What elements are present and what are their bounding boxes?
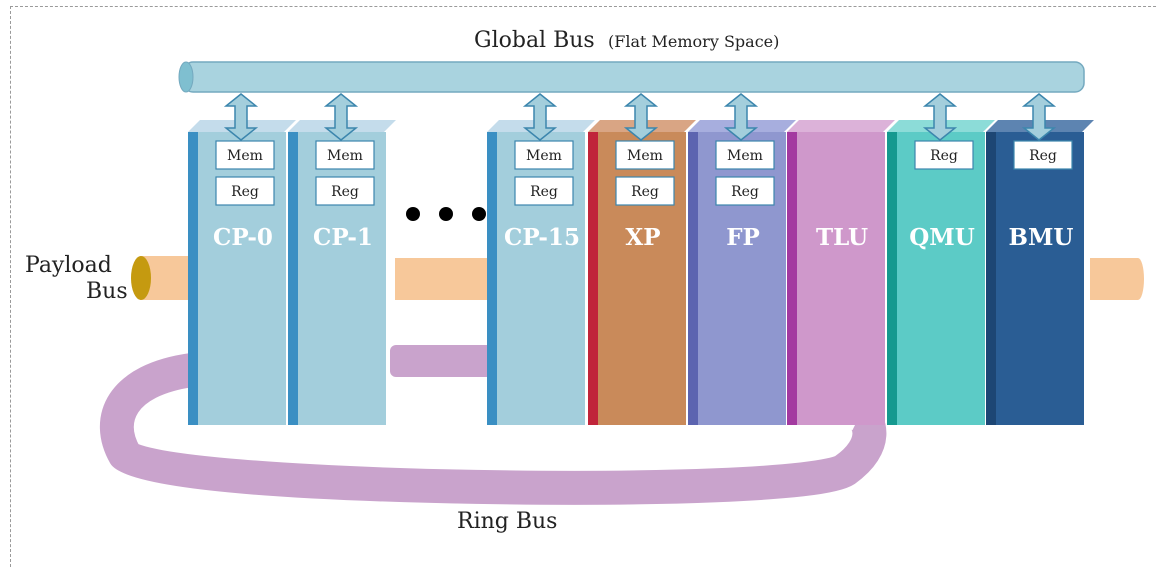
ring-bus bbox=[100, 345, 887, 505]
dashed-frame bbox=[10, 6, 1158, 567]
unit-bmu-bus-arrow-icon bbox=[1021, 93, 1057, 141]
ring-bus-label: Ring Bus bbox=[457, 509, 557, 534]
unit-tlu-front-face bbox=[797, 132, 885, 425]
unit-cp-1-mem-box bbox=[315, 140, 375, 170]
unit-xp-reg-label: Reg bbox=[631, 184, 659, 200]
unit-cp-0-mem-label: Mem bbox=[227, 148, 263, 164]
unit-cp-0-reg-box bbox=[215, 176, 275, 206]
payload-bus bbox=[131, 256, 1144, 300]
unit-fp-front-face bbox=[698, 132, 786, 425]
unit-cp-15-mem-label: Mem bbox=[526, 148, 562, 164]
unit-qmu-reg-label: Reg bbox=[930, 148, 958, 164]
unit-fp-reg-label: Reg bbox=[731, 184, 759, 200]
unit-fp-mem-label: Mem bbox=[727, 148, 763, 164]
unit-cp-1-side-face bbox=[288, 132, 298, 425]
unit-xp-mem-box bbox=[615, 140, 675, 170]
unit-cp-0-mem-box bbox=[215, 140, 275, 170]
unit-xp-reg-box bbox=[615, 176, 675, 206]
unit-qmu-reg-box bbox=[914, 140, 974, 170]
unit-qmu-front-face bbox=[897, 132, 985, 425]
unit-cp-1-reg-box bbox=[315, 176, 375, 206]
unit-cp-1-reg-label: Reg bbox=[331, 184, 359, 200]
global-bus-subtitle: (Flat Memory Space) bbox=[608, 32, 779, 51]
unit-cp-0-front-face bbox=[198, 132, 286, 425]
unit-bmu-front-face bbox=[996, 132, 1084, 425]
payload-bus-label-line2: Bus bbox=[86, 279, 128, 304]
unit-cp-15-bus-arrow-icon bbox=[522, 93, 558, 141]
unit-xp-front-face bbox=[598, 132, 686, 425]
unit-cp-0-label: CP-0 bbox=[213, 224, 273, 251]
unit-cp-15-mem-box bbox=[514, 140, 574, 170]
unit-cp-1-label: CP-1 bbox=[313, 224, 373, 251]
unit-tlu-top-face bbox=[787, 120, 895, 132]
unit-xp-mem-label: Mem bbox=[627, 148, 663, 164]
unit-cp-1-mem-label: Mem bbox=[327, 148, 363, 164]
unit-cp-0-side-face bbox=[188, 132, 198, 425]
unit-fp-bus-arrow-icon bbox=[723, 93, 759, 141]
architecture-diagram: Global Bus (Flat Memory Space) Payload B… bbox=[25, 28, 1144, 534]
unit-fp-label: FP bbox=[726, 224, 760, 251]
unit-fp-reg-box bbox=[715, 176, 775, 206]
ellipsis-dots bbox=[406, 207, 486, 221]
unit-bmu-label: BMU bbox=[1009, 224, 1074, 251]
unit-xp-label: XP bbox=[625, 224, 660, 251]
unit-bmu-reg-label: Reg bbox=[1029, 148, 1057, 164]
unit-tlu-side-face bbox=[787, 132, 797, 425]
payload-bus-label-line1: Payload bbox=[25, 253, 112, 278]
unit-qmu-bus-arrow-icon bbox=[922, 93, 958, 141]
unit-cp-15-reg-box bbox=[514, 176, 574, 206]
unit-tlu-label: TLU bbox=[816, 224, 868, 251]
global-bus bbox=[178, 61, 1085, 93]
global-bus-title: Global Bus bbox=[474, 28, 595, 53]
unit-qmu-side-face bbox=[887, 132, 897, 425]
unit-fp-mem-box bbox=[715, 140, 775, 170]
unit-fp-side-face bbox=[688, 132, 698, 425]
unit-qmu-label: QMU bbox=[909, 224, 975, 251]
unit-cp-15-label: CP-15 bbox=[504, 224, 580, 251]
unit-cp-15-side-face bbox=[487, 132, 497, 425]
unit-cp-0-bus-arrow-icon bbox=[223, 93, 259, 141]
unit-cp-1-front-face bbox=[298, 132, 386, 425]
unit-tlu: TLU bbox=[787, 120, 895, 425]
unit-bmu-side-face bbox=[986, 132, 996, 425]
unit-cp-1-bus-arrow-icon bbox=[323, 93, 359, 141]
unit-xp-side-face bbox=[588, 132, 598, 425]
unit-xp-bus-arrow-icon bbox=[623, 93, 659, 141]
unit-cp-0-reg-label: Reg bbox=[231, 184, 259, 200]
unit-cp-15-front-face bbox=[497, 132, 585, 425]
unit-bmu-reg-box bbox=[1013, 140, 1073, 170]
unit-cp-15-reg-label: Reg bbox=[530, 184, 558, 200]
